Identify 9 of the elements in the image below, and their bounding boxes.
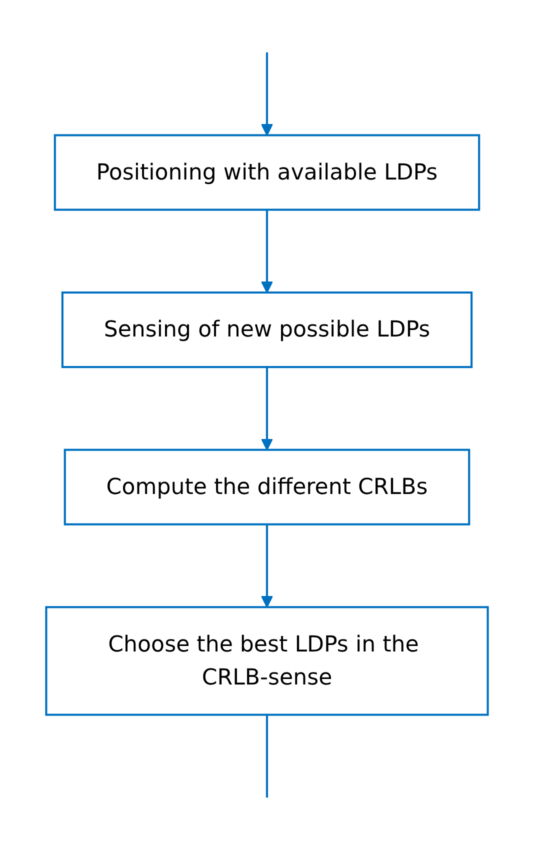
arrow [260, 52, 274, 136]
connector [266, 714, 268, 798]
arrow [260, 524, 274, 608]
node-box: Choose the best LDPs in the CRLB-sense [45, 606, 489, 716]
node-box: Positioning with available LDPs [54, 134, 480, 211]
node-box: Sensing of new possible LDPs [61, 292, 473, 368]
arrow [260, 210, 274, 294]
node-box: Compute the different CRLBs [64, 448, 470, 526]
arrow [260, 367, 274, 450]
